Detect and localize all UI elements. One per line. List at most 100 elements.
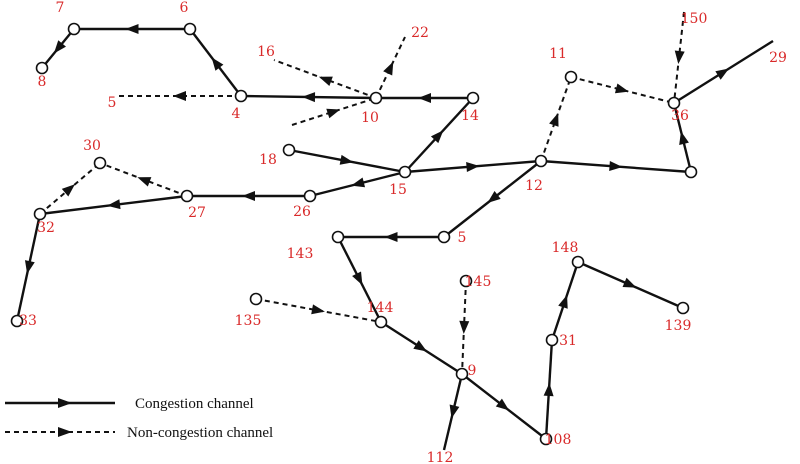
edge-n10-n16-arrow — [318, 76, 333, 86]
edge-n144-n9-arrow — [413, 340, 427, 352]
node-label-n139: 139 — [665, 318, 692, 334]
edge-n15-n12-arrow — [466, 162, 480, 173]
node-label-n14: 14 — [461, 108, 479, 124]
node-label-n16: 16 — [257, 44, 275, 60]
edge-n9-n112-arrow — [449, 404, 460, 419]
edge-n31-n148-arrow — [558, 294, 568, 309]
edge-n5b-n143-arrow — [384, 232, 398, 242]
node-label-n15: 15 — [389, 182, 407, 198]
edge-10-inbound-arrow — [326, 108, 341, 119]
edge-n12-n11 — [540, 76, 572, 162]
node-n5b — [437, 230, 451, 244]
node-label-n22: 22 — [411, 25, 429, 41]
node-label-n30: 30 — [83, 138, 101, 154]
edge-n18-n15-arrow — [339, 154, 354, 165]
edges-layer — [15, 11, 774, 451]
node-label-n145: 145 — [465, 274, 492, 290]
node-label-n32: 32 — [37, 220, 55, 236]
edge-n12-n5b-arrow — [487, 191, 501, 204]
node-n143 — [331, 230, 345, 244]
legend-congestion-arrow — [58, 398, 72, 408]
node-n31 — [545, 333, 559, 347]
legend-congestion-label: Congestion channel — [135, 396, 254, 412]
node-n144 — [374, 315, 388, 329]
node-n8 — [35, 61, 49, 75]
node-label-n26: 26 — [293, 204, 311, 220]
node-label-n144: 144 — [367, 300, 394, 316]
node-label-n11: 11 — [549, 46, 567, 62]
node-n30 — [93, 156, 107, 170]
node-n33 — [10, 314, 24, 328]
node-label-n5b: 5 — [458, 230, 467, 246]
edge-n7-n8-arrow — [53, 40, 66, 54]
node-n6 — [183, 22, 197, 36]
node-n12 — [534, 154, 548, 168]
edge-n27-n32-arrow — [107, 199, 121, 210]
legend-non-congestion-label: Non-congestion channel — [127, 425, 273, 441]
node-label-n31: 31 — [559, 333, 577, 349]
edge-n148-n139-arrow — [622, 277, 637, 288]
node-label-n5a: 5 — [108, 95, 117, 111]
node-n135 — [249, 292, 263, 306]
nodes-layer — [10, 22, 698, 446]
node-n108 — [539, 432, 553, 446]
node-n27 — [180, 189, 194, 203]
node-n4 — [234, 89, 248, 103]
edge-n4-n5a-arrow — [173, 91, 186, 101]
node-label-n135: 135 — [235, 313, 262, 329]
edge-n108-n31-arrow — [543, 383, 554, 397]
edge-n32-n30-arrow — [61, 184, 75, 197]
edge-n10-n22-arrow — [383, 61, 394, 76]
labels-layer: 7 6 8 4 5 16 22 10 14 11 150 29 36 30 18 15 12 27 26 32 143 5… — [19, 0, 787, 464]
node-label-n143: 143 — [287, 246, 314, 262]
node-label-n27: 27 — [188, 205, 206, 221]
edge-n150-n36-arrow — [674, 50, 685, 64]
node-n9 — [455, 367, 469, 381]
node-label-n150: 150 — [681, 11, 708, 27]
edge-n9-n108-arrow — [495, 398, 510, 411]
node-n145 — [459, 274, 473, 288]
edge-n32-n33-arrow — [24, 260, 35, 274]
edge-n12-n11-arrow — [549, 112, 559, 127]
edge-n14-n10-arrow — [418, 93, 431, 103]
node-n14 — [466, 91, 480, 105]
node-label-n29: 29 — [769, 50, 787, 66]
node-label-n6: 6 — [180, 0, 189, 16]
edge-n4-n6-arrow — [211, 57, 224, 71]
edge-10-inbound — [291, 97, 377, 126]
node-label-n12: 12 — [525, 178, 543, 194]
node-label-n36: 36 — [671, 108, 689, 124]
node-label-n33: 33 — [19, 313, 37, 329]
edge-n10-n22 — [375, 36, 406, 99]
node-label-n108: 108 — [545, 432, 572, 448]
legend-non-congestion-arrow — [58, 427, 72, 437]
node-label-n4: 4 — [232, 106, 241, 122]
node-n26 — [303, 189, 317, 203]
node-n32 — [33, 207, 47, 221]
edge-n11-n36-arrow — [614, 83, 629, 94]
edge-n26-n27-arrow — [242, 191, 255, 201]
node-n11 — [564, 70, 578, 84]
node-n10 — [369, 91, 383, 105]
node-label-n8: 8 — [38, 74, 47, 90]
node-n15 — [398, 165, 412, 179]
node-n37 — [684, 165, 698, 179]
edge-n15-n26-arrow — [351, 177, 366, 188]
edge-n6-n7-arrow — [125, 24, 139, 34]
node-n18 — [282, 143, 296, 157]
edge-n15-n14-arrow — [430, 130, 444, 144]
node-label-n18: 18 — [259, 152, 277, 168]
node-n36 — [667, 96, 681, 110]
edge-n27-n30-arrow — [137, 177, 152, 187]
edge-n36-n29-arrow — [715, 68, 730, 80]
node-label-n9: 9 — [468, 363, 477, 379]
node-n139 — [676, 301, 690, 315]
node-label-n148: 148 — [552, 240, 579, 256]
node-label-n10: 10 — [361, 110, 379, 126]
node-label-n7: 7 — [56, 0, 65, 16]
edge-n10-n4-arrow — [302, 92, 316, 103]
legend: Congestion channel Non-congestion channe… — [5, 396, 273, 441]
edge-n143-n144-arrow — [352, 271, 363, 286]
